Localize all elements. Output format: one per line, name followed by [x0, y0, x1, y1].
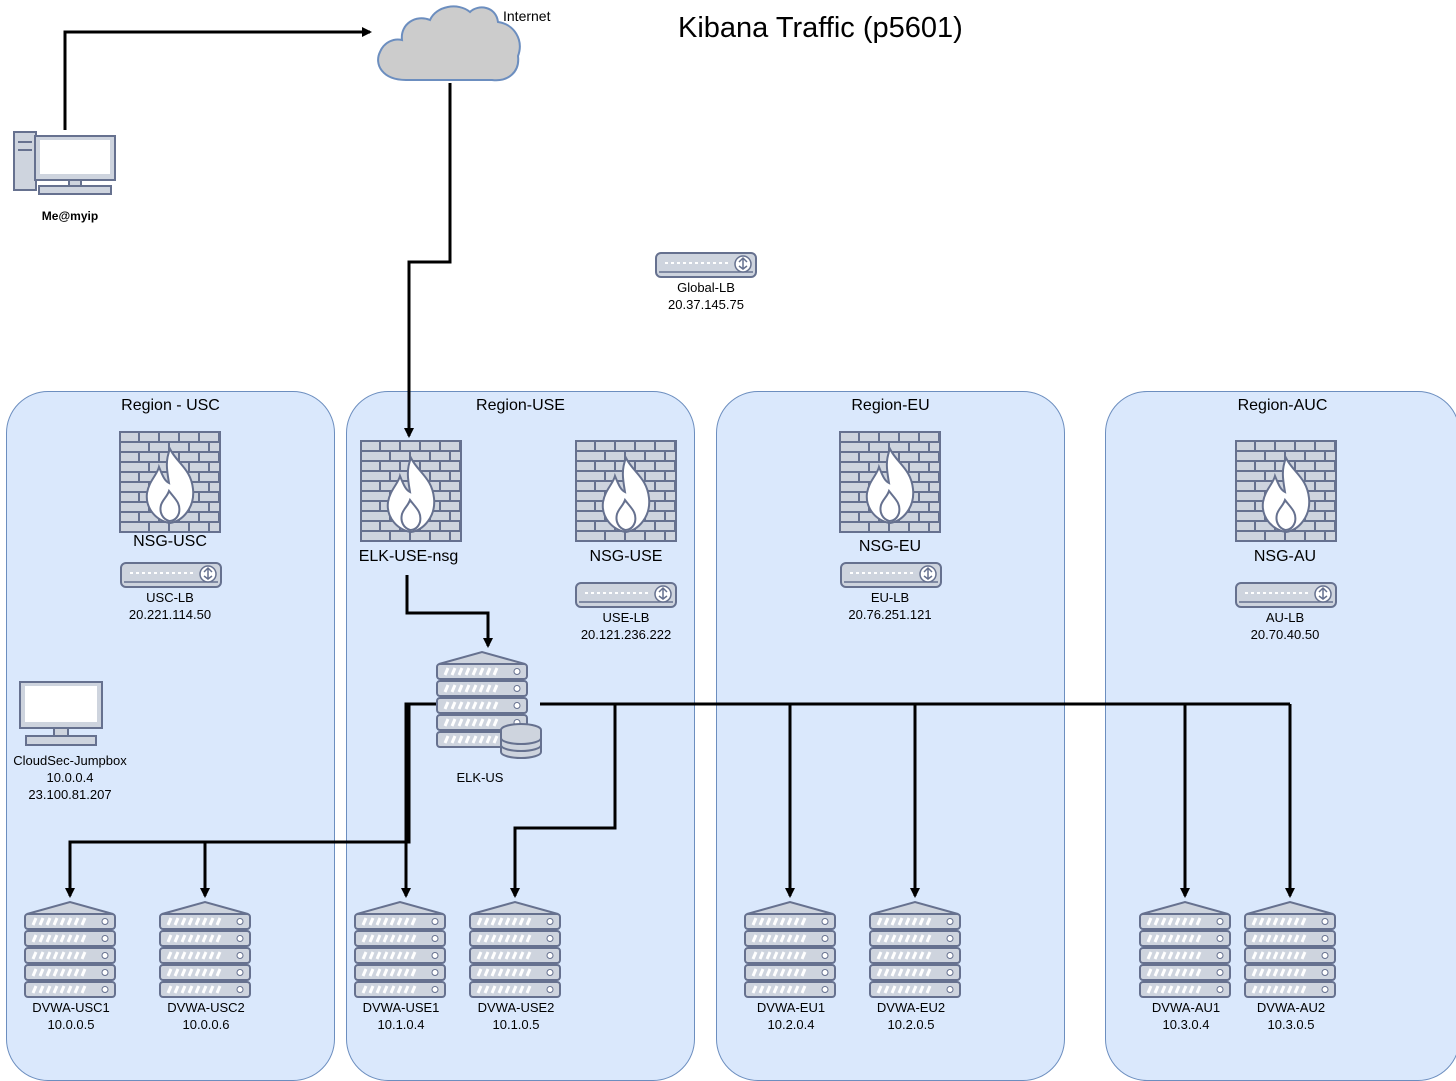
dvwa-use1-ip: 10.1.0.4: [377, 1017, 425, 1032]
jumpbox-public-ip: 23.100.81.207: [28, 787, 112, 802]
edge-client-internet: [63, 27, 372, 130]
au-lb-label: AU-LB 20.70.40.50: [1220, 609, 1350, 643]
au-lb-ip: 20.70.40.50: [1250, 627, 1320, 642]
region-eu-title: Region-EU: [851, 397, 930, 414]
elk-us-label: ELK-US: [456, 770, 504, 785]
dvwa-usc2-ip: 10.0.0.6: [182, 1017, 230, 1032]
dvwa-use1-server-icon: [354, 900, 446, 998]
dvwa-au1-label: DVWA-AU1 10.3.0.4: [1130, 999, 1242, 1033]
edge-to-use2: [510, 704, 617, 898]
dvwa-au2-name: DVWA-AU2: [1256, 1000, 1326, 1015]
dvwa-au2-label: DVWA-AU2 10.3.0.5: [1235, 999, 1347, 1033]
jumpbox-monitor-icon: [19, 681, 103, 746]
dvwa-usc1-name: DVWA-USC1: [32, 1000, 110, 1015]
dvwa-usc1-ip: 10.0.0.5: [47, 1017, 95, 1032]
edge-elknsg-elk: [405, 575, 493, 648]
edge-elk-left: [404, 702, 437, 840]
dvwa-au2-ip: 10.3.0.5: [1267, 1017, 1315, 1032]
au-lb-icon: [1235, 582, 1337, 608]
dvwa-usc2-name: DVWA-USC2: [167, 1000, 245, 1015]
workstation-icon: [13, 131, 116, 195]
eu-lb-ip: 20.76.251.121: [848, 607, 932, 622]
dvwa-eu2-server-icon: [869, 900, 961, 998]
dvwa-eu1-label: DVWA-EU1 10.2.0.4: [735, 999, 847, 1033]
usc-lb-label: USC-LB 20.221.114.50: [105, 589, 235, 623]
dvwa-au1-ip: 10.3.0.4: [1162, 1017, 1210, 1032]
client-label: Me@myip: [41, 209, 99, 223]
global-lb-label: Global-LB 20.37.145.75: [640, 279, 772, 313]
dvwa-usc1-server-icon: [24, 900, 116, 998]
dvwa-use1-label: DVWA-USE1 10.1.0.4: [345, 999, 457, 1033]
dvwa-eu1-server-icon: [744, 900, 836, 998]
dvwa-use2-name: DVWA-USE2: [477, 1000, 555, 1015]
usc-lb-name: USC-LB: [146, 590, 194, 605]
jumpbox-name: CloudSec-Jumpbox: [13, 753, 127, 768]
global-lb-ip: 20.37.145.75: [668, 297, 744, 312]
dvwa-eu2-ip: 10.2.0.5: [887, 1017, 935, 1032]
nsg-eu-firewall-icon: [839, 431, 941, 533]
nsg-eu-label: NSG-EU: [858, 538, 922, 555]
nsg-au-firewall-icon: [1235, 440, 1337, 542]
dvwa-use2-label: DVWA-USE2 10.1.0.5: [460, 999, 572, 1033]
dvwa-eu2-label: DVWA-EU2 10.2.0.5: [855, 999, 967, 1033]
region-use-title: Region-USE: [476, 397, 565, 414]
region-auc-title: Region-AUC: [1237, 397, 1328, 414]
nsg-use-firewall-icon: [575, 440, 677, 542]
nsg-usc-firewall-icon: [119, 431, 221, 533]
dvwa-use2-ip: 10.1.0.5: [492, 1017, 540, 1032]
dvwa-au1-name: DVWA-AU1: [1151, 1000, 1221, 1015]
jumpbox-label: CloudSec-Jumpbox 10.0.0.4 23.100.81.207: [0, 752, 140, 803]
edge-internet-elknsg: [404, 83, 452, 438]
use-lb-ip: 20.121.236.222: [580, 627, 672, 642]
dvwa-use2-server-icon: [469, 900, 561, 998]
region-usc-title: Region - USC: [121, 397, 220, 414]
cloud-icon: [377, 5, 521, 82]
eu-lb-label: EU-LB 20.76.251.121: [825, 589, 955, 623]
edge-to-usc: [65, 704, 411, 898]
dvwa-au2-server-icon: [1244, 900, 1336, 998]
dvwa-usc1-label: DVWA-USC1 10.0.0.5: [15, 999, 127, 1033]
use-lb-name: USE-LB: [602, 610, 650, 625]
dvwa-eu1-name: DVWA-EU1: [756, 1000, 826, 1015]
nsg-use-label: NSG-USE: [589, 548, 663, 565]
nsg-usc-label: NSG-USC: [133, 533, 207, 550]
nsg-au-label: NSG-AU: [1253, 548, 1317, 565]
dvwa-usc2-label: DVWA-USC2 10.0.0.6: [150, 999, 262, 1033]
page-title: Kibana Traffic (p5601): [678, 12, 963, 44]
use-lb-icon: [575, 582, 677, 608]
elk-server-icon: [436, 650, 542, 759]
eu-lb-name: EU-LB: [870, 590, 910, 605]
dvwa-use1-name: DVWA-USE1: [362, 1000, 440, 1015]
dvwa-eu1-ip: 10.2.0.4: [767, 1017, 815, 1032]
elk-use-nsg-label: ELK-USE-nsg: [358, 548, 459, 565]
global-lb-name: Global-LB: [677, 280, 735, 295]
jumpbox-private-ip: 10.0.0.4: [46, 770, 94, 785]
elk-use-nsg-firewall-icon: [360, 440, 462, 542]
dvwa-usc2-server-icon: [159, 900, 251, 998]
dvwa-eu2-name: DVWA-EU2: [876, 1000, 946, 1015]
use-lb-label: USE-LB 20.121.236.222: [555, 609, 697, 643]
internet-label: Internet: [503, 8, 551, 24]
eu-lb-icon: [840, 562, 942, 588]
global-lb-icon: [655, 252, 757, 278]
dvwa-au1-server-icon: [1139, 900, 1231, 998]
usc-lb-ip: 20.221.114.50: [128, 607, 212, 622]
au-lb-name: AU-LB: [1265, 610, 1305, 625]
usc-lb-icon: [120, 562, 222, 588]
